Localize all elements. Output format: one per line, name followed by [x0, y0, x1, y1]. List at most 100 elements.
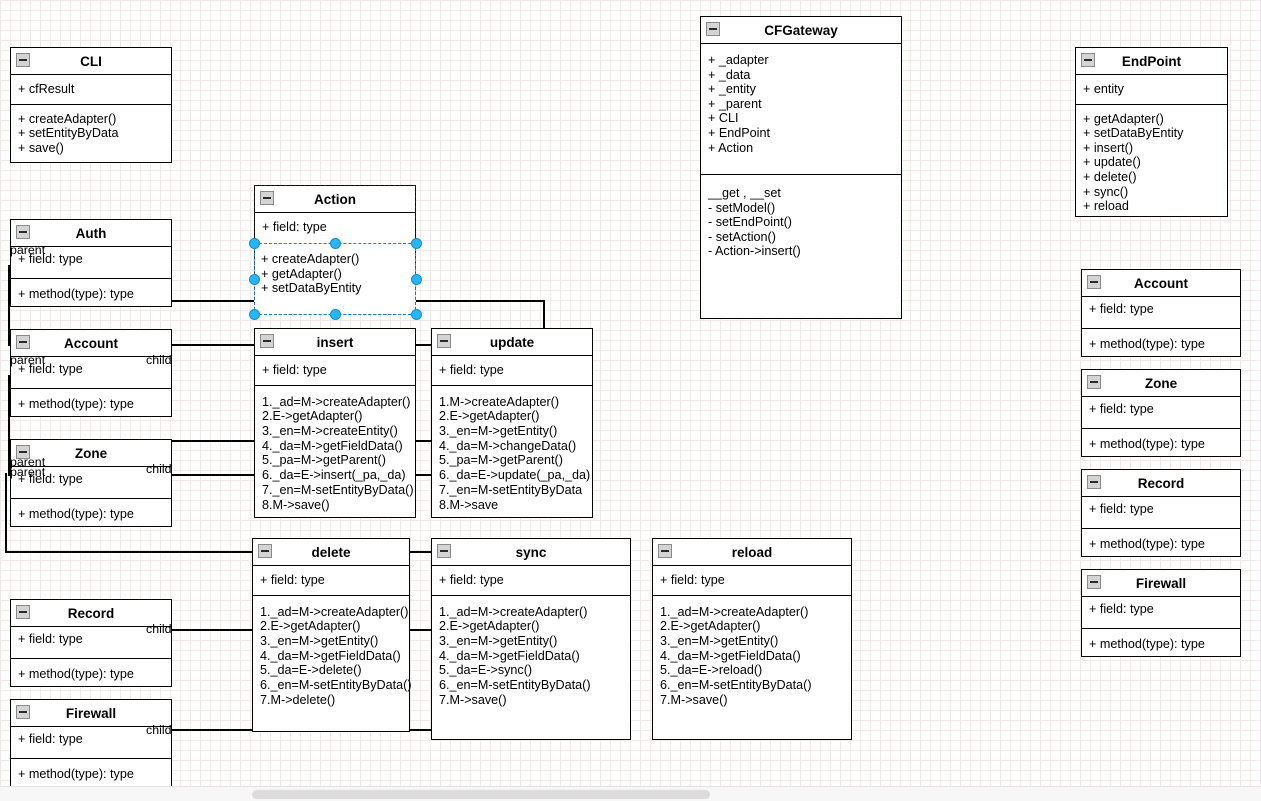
class-box-zone-left[interactable]: Zone + field: type + method(type): type [10, 439, 172, 527]
method-row: 1._ad=M->createAdapter() [262, 394, 411, 409]
class-box-zone-right[interactable]: Zone + field: type + method(type): type [1081, 369, 1241, 457]
resize-handle-se[interactable] [411, 309, 422, 320]
class-box-account-left[interactable]: Account + field: type + method(type): ty… [10, 329, 172, 417]
method-row: 5._pa=M->getParent() [262, 453, 386, 468]
edge-label-zone-parent-b: parent [10, 465, 46, 479]
attribute-row: + field: type [439, 573, 504, 587]
class-box-sync[interactable]: sync + field: type 1._ad=M->createAdapte… [431, 538, 631, 740]
resize-handle-n[interactable] [330, 238, 341, 249]
collapse-minus-icon[interactable] [437, 544, 451, 558]
class-methods-action[interactable]: + createAdapter() + getAdapter() + setDa… [254, 243, 416, 315]
class-name-label: Record [67, 606, 115, 621]
class-title-cfgateway: CFGateway [701, 17, 901, 44]
class-title-zone-right: Zone [1082, 370, 1240, 397]
class-box-auth-left[interactable]: Auth + field: type + method(type): type [10, 219, 172, 307]
class-attributes-sync: + field: type [432, 566, 630, 596]
method-row: 6._en=M-setEntityByData() [439, 678, 591, 693]
class-title-action: Action [255, 186, 415, 213]
class-box-reload[interactable]: reload + field: type 1._ad=M->createAdap… [652, 538, 852, 740]
collapse-minus-icon[interactable] [1081, 53, 1095, 67]
collapse-minus-icon[interactable] [1087, 375, 1101, 389]
method-row: + method(type): type [18, 667, 134, 681]
class-box-firewall-right[interactable]: Firewall + field: type + method(type): t… [1081, 569, 1241, 657]
resize-handle-s[interactable] [330, 309, 341, 320]
attribute-row: + field: type [1089, 302, 1154, 316]
class-name-label: Auth [75, 226, 107, 241]
attribute-row: + field: type [18, 362, 83, 376]
resize-handle-ne[interactable] [411, 238, 422, 249]
method-row: 1.M->createAdapter() [439, 394, 560, 409]
class-methods-record-left: + method(type): type [11, 659, 171, 689]
class-methods-account-right: + method(type): type [1082, 329, 1240, 359]
horizontal-scrollbar[interactable] [0, 786, 1261, 801]
collapse-minus-icon[interactable] [1087, 575, 1101, 589]
method-row: 8.M->save [439, 497, 499, 512]
collapse-minus-icon[interactable] [1087, 275, 1101, 289]
method-row: 4._da=M->changeData() [439, 438, 577, 453]
method-row: + save() [18, 140, 64, 155]
connector-auth-account-v-left [8, 265, 10, 345]
class-box-cli[interactable]: CLI + cfResult + createAdapter() + setEn… [10, 47, 172, 163]
class-attributes-auth-left: + field: type [11, 247, 171, 279]
collapse-minus-icon[interactable] [260, 191, 274, 205]
method-row: + createAdapter() [261, 252, 360, 266]
collapse-minus-icon[interactable] [437, 334, 451, 348]
class-box-account-right[interactable]: Account + field: type + method(type): ty… [1081, 269, 1241, 357]
method-row: + setDataByEntity [1083, 126, 1184, 141]
horizontal-scrollbar-thumb[interactable] [252, 790, 710, 799]
class-methods-firewall-right: + method(type): type [1082, 629, 1240, 659]
class-box-record-right[interactable]: Record + field: type + method(type): typ… [1081, 469, 1241, 557]
edge-label-account-parent: parent [10, 353, 46, 367]
collapse-minus-icon[interactable] [706, 22, 720, 36]
class-title-reload: reload [653, 539, 851, 566]
class-name-label: EndPoint [1121, 54, 1182, 69]
collapse-minus-icon[interactable] [16, 53, 30, 67]
class-attributes-cli: + cfResult [11, 75, 171, 105]
attribute-row: + Action [708, 140, 754, 155]
class-methods-firewall-left: + method(type): type [11, 759, 171, 786]
resize-handle-nw[interactable] [249, 238, 260, 249]
class-name-label: CFGateway [764, 23, 838, 38]
collapse-minus-icon[interactable] [16, 605, 30, 619]
class-title-update: update [432, 329, 592, 356]
class-box-insert[interactable]: insert + field: type 1._ad=M->createAdap… [254, 328, 416, 518]
attribute-row: + field: type [1089, 402, 1154, 416]
method-row: 4._da=M->getFieldData() [439, 648, 580, 663]
class-title-account-right: Account [1082, 270, 1240, 297]
resize-handle-w[interactable] [249, 274, 260, 285]
class-box-cfgateway[interactable]: CFGateway + _adapter + _data + _entity +… [700, 16, 902, 319]
attribute-row: + field: type [18, 632, 83, 646]
collapse-minus-icon[interactable] [1087, 475, 1101, 489]
method-row: 2.E->getAdapter() [439, 619, 540, 634]
class-methods-reload: 1._ad=M->createAdapter() 2.E->getAdapter… [653, 596, 851, 715]
class-box-action[interactable]: Action + field: type [254, 185, 416, 243]
attribute-row: + field: type [262, 363, 327, 377]
class-box-delete[interactable]: delete + field: type 1._ad=M->createAdap… [252, 538, 412, 732]
collapse-minus-icon[interactable] [16, 705, 30, 719]
class-box-firewall-left[interactable]: Firewall + field: type + method(type): t… [10, 699, 172, 786]
method-row: 5._da=E->sync() [439, 663, 533, 678]
class-attributes-account-right: + field: type [1082, 297, 1240, 329]
method-row: + method(type): type [18, 507, 134, 521]
collapse-minus-icon[interactable] [258, 544, 272, 558]
method-row: + createAdapter() [18, 111, 117, 126]
class-attributes-firewall-left: + field: type [11, 727, 171, 759]
resize-handle-e[interactable] [411, 274, 422, 285]
method-row: - setAction() [708, 229, 776, 244]
method-row: 2.E->getAdapter() [262, 409, 363, 424]
class-box-endpoint[interactable]: EndPoint + entity + getAdapter() + setDa… [1075, 47, 1228, 217]
collapse-minus-icon[interactable] [16, 445, 30, 459]
class-box-update[interactable]: update + field: type 1.M->createAdapter(… [431, 328, 593, 518]
method-row: 4._da=M->getFieldData() [660, 648, 801, 663]
collapse-minus-icon[interactable] [16, 225, 30, 239]
method-row: 4._da=M->getFieldData() [262, 438, 403, 453]
collapse-minus-icon[interactable] [16, 335, 30, 349]
edge-label-auth-parent: parent [10, 243, 46, 257]
method-row: + update() [1083, 155, 1141, 170]
collapse-minus-icon[interactable] [260, 334, 274, 348]
method-row: + getAdapter() [1083, 111, 1164, 126]
class-box-record-left[interactable]: Record + field: type + method(type): typ… [10, 599, 172, 687]
collapse-minus-icon[interactable] [658, 544, 672, 558]
resize-handle-sw[interactable] [249, 309, 260, 320]
